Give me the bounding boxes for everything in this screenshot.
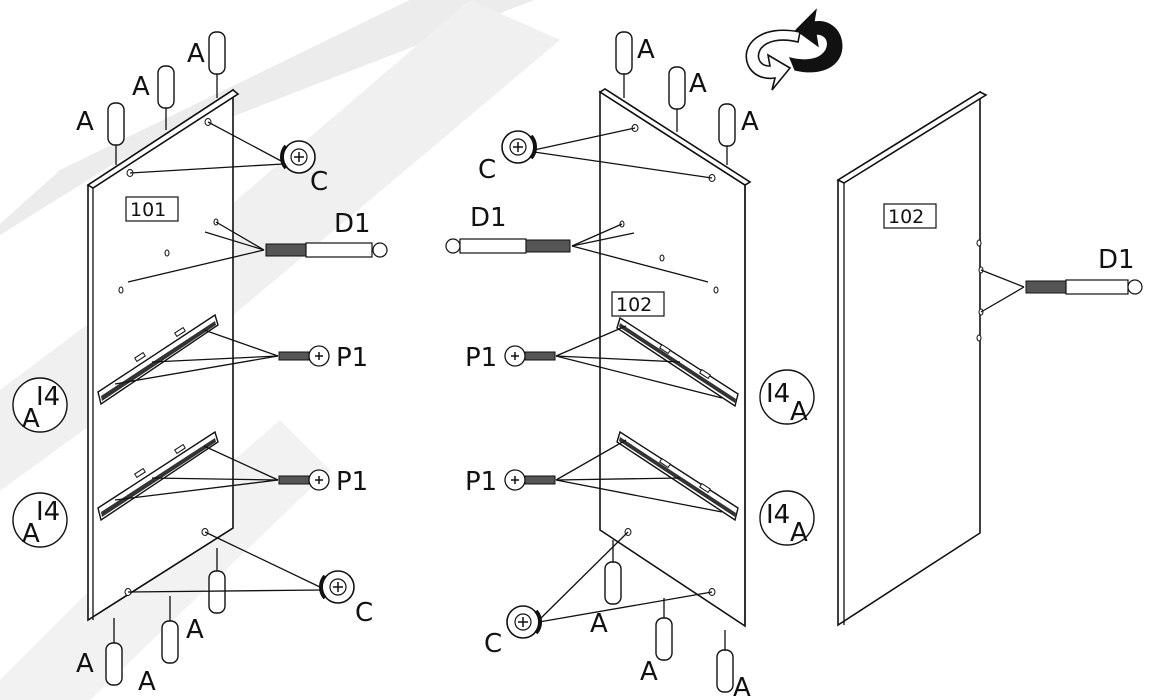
slide-ref-sub: A (790, 518, 808, 548)
dowel-icon (604, 540, 622, 605)
dowel-icon (208, 31, 226, 98)
label-dowel: A (689, 69, 707, 99)
slide-ref-main: I4 (36, 497, 60, 527)
label-dowel: A (637, 35, 655, 65)
slide-middle-bottom (616, 430, 739, 522)
panel-label-101: 101 (130, 199, 166, 221)
cam-bolt-icon (445, 238, 571, 254)
slide-reference-badge: I4 A (759, 369, 815, 427)
slide-ref-sub: A (790, 397, 808, 427)
label-cam-bolt: D1 (334, 209, 371, 239)
label-dowel: A (590, 609, 608, 639)
label-dowel: A (76, 649, 94, 679)
dowel-icon (157, 65, 175, 130)
slide-ref-main: I4 (36, 382, 60, 412)
label-screw: P1 (336, 467, 368, 497)
label-screw: P1 (336, 343, 368, 373)
screw-icon (278, 469, 330, 491)
panel-102-right (836, 90, 988, 627)
label-dowel: A (138, 667, 156, 697)
label-cam-bolt: D1 (470, 203, 507, 233)
cam-lock-icon (280, 140, 316, 174)
cam-lock-icon (506, 605, 542, 639)
screw-icon (504, 345, 556, 367)
label-dowel: A (187, 39, 205, 69)
panel-label-box-101 (125, 196, 179, 222)
label-screw: P1 (465, 467, 497, 497)
dowel-icon (105, 618, 123, 686)
label-dowel: A (733, 673, 751, 700)
slide-ref-main: I4 (766, 379, 790, 409)
cam-bolt-icon (265, 242, 388, 258)
panel-label-102-right: 102 (888, 206, 924, 228)
panel-label-box-102-right (883, 203, 937, 229)
slide-ref-sub: A (22, 519, 40, 549)
label-cam-lock: C (478, 155, 496, 185)
slide-ref-main: I4 (766, 500, 790, 530)
label-screw: P1 (465, 343, 497, 373)
slide-ref-sub: A (22, 404, 40, 434)
slide-reference-badge: I4 A (12, 492, 68, 549)
dowel-icon (716, 630, 734, 693)
panel-label-box-102 (611, 291, 665, 317)
dowel-icon (718, 103, 736, 165)
panel-label-102: 102 (616, 294, 652, 316)
dowel-icon (208, 548, 226, 614)
dowel-icon (107, 102, 125, 165)
cam-bolt-icon (1025, 279, 1143, 295)
label-cam-lock: C (355, 598, 373, 628)
rotate-arrows-icon (745, 8, 843, 91)
label-dowel: A (76, 107, 94, 137)
slide-reference-badge: I4 A (12, 377, 68, 434)
dowel-icon (161, 596, 179, 664)
dowel-icon (615, 31, 633, 98)
label-cam-lock: C (310, 167, 328, 197)
dowel-icon (655, 598, 673, 661)
label-cam-bolt: D1 (1098, 245, 1135, 275)
screw-icon (504, 469, 556, 491)
label-dowel: A (186, 615, 204, 645)
slide-reference-badge: I4 A (759, 490, 815, 548)
dowel-icon (668, 66, 686, 132)
label-dowel: A (741, 107, 759, 137)
label-dowel: A (640, 657, 658, 687)
label-cam-lock: C (484, 629, 502, 659)
label-dowel: A (132, 72, 150, 102)
cam-lock-icon (501, 130, 537, 164)
screw-icon (278, 345, 330, 367)
cam-lock-icon (319, 570, 355, 604)
